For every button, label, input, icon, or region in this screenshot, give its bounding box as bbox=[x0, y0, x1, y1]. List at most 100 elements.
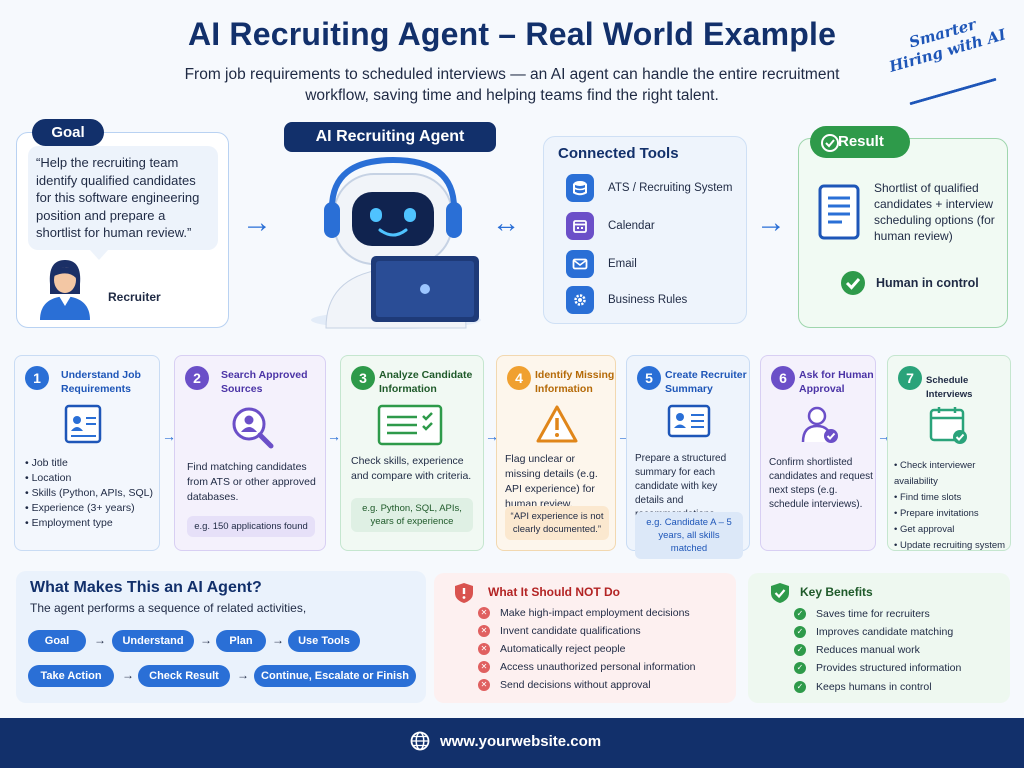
step-description: Confirm shortlisted candidates and reque… bbox=[769, 457, 873, 510]
x-icon: ✕ bbox=[478, 607, 490, 619]
step-description: Flag unclear or missing details (e.g. AP… bbox=[505, 453, 598, 510]
arrow-right-icon: → bbox=[756, 206, 786, 239]
list-item: Prepare invitations bbox=[894, 506, 1010, 522]
check-icon: ✓ bbox=[794, 644, 806, 656]
shield-warning-icon bbox=[455, 583, 473, 603]
step-bullet-list: Job title Location Skills (Python, APIs,… bbox=[25, 456, 153, 531]
step-4-card: 4 Identify Missing Information Flag uncl… bbox=[496, 355, 616, 551]
check-icon: ✓ bbox=[794, 626, 806, 638]
list-item: Find time slots bbox=[894, 490, 1010, 506]
step-1-card: 1 Understand Job Requirements Job title … bbox=[14, 355, 160, 551]
calendar-icon bbox=[566, 212, 594, 240]
tool-business-rules: Business Rules bbox=[566, 286, 687, 314]
list-item: ✕Make high-impact employment decisions bbox=[478, 607, 690, 619]
step-number: 1 bbox=[25, 366, 49, 390]
goal-quote: “Help the recruiting team identify quali… bbox=[28, 146, 218, 260]
step-title: Search Approved Sources bbox=[221, 369, 308, 395]
list-item: ✓Provides structured information bbox=[794, 662, 961, 674]
arrow-right-icon: → bbox=[485, 428, 499, 444]
step-number: 7 bbox=[898, 366, 922, 390]
list-item: Check interviewer availability bbox=[894, 458, 1010, 490]
step-number: 6 bbox=[771, 366, 795, 390]
step-number: 2 bbox=[185, 366, 209, 390]
list-item: ✕Invent candidate qualifications bbox=[478, 625, 641, 637]
flow-step-continue: Continue, Escalate or Finish bbox=[254, 665, 416, 687]
search-icon bbox=[232, 407, 274, 449]
step-2-card: 2 Search Approved Sources Find matching … bbox=[174, 355, 326, 551]
tool-label: ATS / Recruiting System bbox=[608, 182, 733, 194]
step-example: e.g. 150 applications found bbox=[187, 516, 315, 537]
check-circle-icon bbox=[821, 134, 839, 152]
list-item: Update recruiting system bbox=[894, 538, 1010, 554]
tool-label: Calendar bbox=[608, 220, 655, 232]
step-number: 3 bbox=[351, 366, 375, 390]
agent-label: AI Recruiting Agent bbox=[284, 122, 496, 152]
ai-agent-definition-title: What Makes This an AI Agent? bbox=[30, 579, 262, 596]
list-item: Location bbox=[25, 471, 153, 486]
recruiter-label: Recruiter bbox=[108, 290, 161, 304]
check-circle-icon bbox=[841, 271, 865, 295]
flow-step-understand: Understand bbox=[112, 630, 194, 652]
step-description: Find matching candidates from ATS or oth… bbox=[187, 461, 316, 503]
arrow-right-icon: → bbox=[272, 633, 284, 647]
list-item: Skills (Python, APIs, SQL) bbox=[25, 486, 153, 501]
globe-icon bbox=[410, 731, 430, 751]
arrow-right-icon: → bbox=[122, 668, 134, 682]
step-number: 4 bbox=[507, 366, 531, 390]
arrow-right-icon: → bbox=[200, 633, 212, 647]
tool-ats: ATS / Recruiting System bbox=[566, 174, 732, 202]
stamp-underline bbox=[909, 77, 997, 106]
list-item: Experience (3+ years) bbox=[25, 501, 153, 516]
step-example: e.g. Python, SQL, APIs, years of experie… bbox=[351, 498, 473, 532]
should-not-do-title: What It Should NOT Do bbox=[488, 585, 620, 599]
id-card-icon bbox=[64, 404, 102, 444]
tool-calendar: Calendar bbox=[566, 212, 655, 240]
profile-card-icon bbox=[667, 404, 711, 438]
key-benefits-title: Key Benefits bbox=[800, 585, 873, 599]
list-item: Employment type bbox=[25, 516, 153, 531]
x-icon: ✕ bbox=[478, 643, 490, 655]
list-item: Get approval bbox=[894, 522, 1010, 538]
list-item: ✕Access unauthorized personal informatio… bbox=[478, 661, 696, 673]
goal-label: Goal bbox=[32, 119, 104, 146]
list-item: ✓Improves candidate matching bbox=[794, 626, 953, 638]
step-5-card: 5 Create Recruiter Summary Prepare a str… bbox=[626, 355, 750, 559]
tool-label: Business Rules bbox=[608, 294, 688, 306]
shield-check-icon bbox=[771, 583, 789, 603]
human-in-control: Human in control bbox=[840, 270, 979, 296]
list-item: ✓Keeps humans in control bbox=[794, 681, 932, 693]
email-icon bbox=[566, 250, 594, 278]
warning-icon bbox=[536, 405, 578, 443]
x-icon: ✕ bbox=[478, 679, 490, 691]
connected-tools-title: Connected Tools bbox=[558, 145, 679, 162]
calendar-check-icon bbox=[929, 407, 967, 444]
database-icon bbox=[566, 174, 594, 202]
checklist-icon bbox=[377, 404, 443, 446]
result-text: Shortlist of qualified candidates + inte… bbox=[874, 181, 995, 243]
x-icon: ✕ bbox=[478, 661, 490, 673]
arrow-right-icon: → bbox=[242, 206, 272, 239]
recruiter-avatar-icon bbox=[40, 260, 90, 320]
arrow-bidirectional-icon: ↔ bbox=[492, 207, 520, 238]
step-description: Check skills, experience and compare wit… bbox=[351, 455, 472, 482]
step-number: 5 bbox=[637, 366, 661, 390]
user-approval-icon bbox=[801, 406, 838, 443]
result-label: Result bbox=[810, 126, 910, 158]
flow-step-goal: Goal bbox=[28, 630, 86, 652]
arrow-right-icon: → bbox=[327, 428, 341, 444]
gear-icon bbox=[566, 286, 594, 314]
page-title: AI Recruiting Agent – Real World Example bbox=[187, 16, 837, 52]
check-icon: ✓ bbox=[794, 662, 806, 674]
step-bullet-list: Check interviewer availability Find time… bbox=[894, 458, 1010, 554]
flow-step-plan: Plan bbox=[216, 630, 266, 652]
step-title: Create Recruiter Summary bbox=[665, 369, 747, 395]
list-item: ✓Saves time for recruiters bbox=[794, 608, 930, 620]
list-item: ✕Automatically reject people bbox=[478, 643, 625, 655]
list-item: ✕Send decisions without approval bbox=[478, 679, 651, 691]
page-subtitle: From job requirements to scheduled inter… bbox=[184, 66, 840, 104]
x-icon: ✕ bbox=[478, 625, 490, 637]
check-icon: ✓ bbox=[794, 608, 806, 620]
flow-step-take-action: Take Action bbox=[28, 665, 114, 687]
list-item: ✓Reduces manual work bbox=[794, 644, 920, 656]
website-link[interactable]: www.yourwebsite.com bbox=[440, 733, 602, 750]
